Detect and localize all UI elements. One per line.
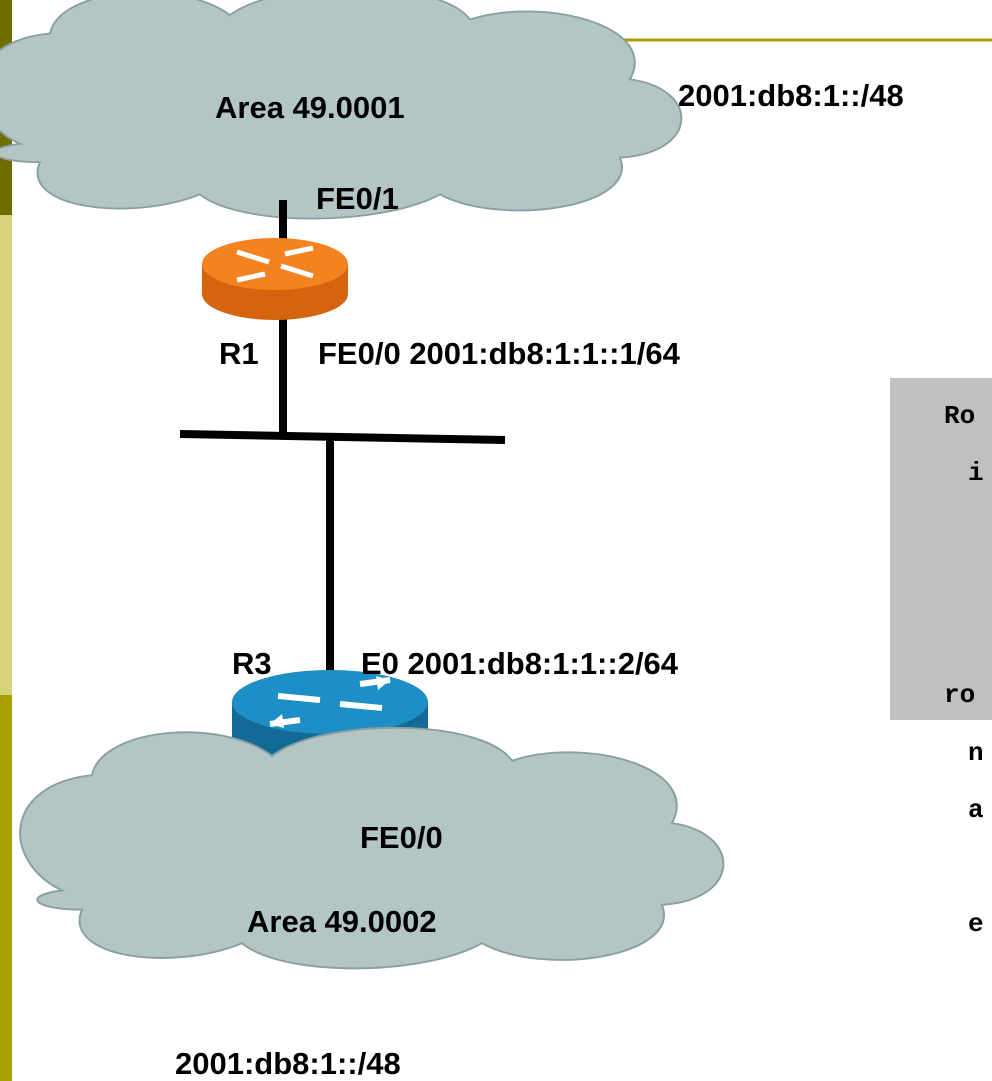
config-line: Ro	[944, 401, 976, 431]
config-line: ro	[944, 680, 976, 710]
top-cloud-label: Area 49.0001	[215, 90, 405, 125]
config-line: a	[968, 795, 984, 825]
config-box	[890, 378, 992, 720]
lan-segment	[179, 430, 506, 444]
r3-name: R3	[232, 646, 272, 681]
config-line: n	[968, 738, 984, 768]
bottom-prefix: 2001:db8:1::/48	[175, 1046, 401, 1081]
r1-name: R1	[219, 336, 259, 371]
r3-upper-iface: E0 2001:db8:1:1::2/64	[361, 646, 679, 681]
r1-lower-iface: FE0/0 2001:db8:1:1::1/64	[318, 336, 680, 371]
config-line: i	[968, 458, 984, 488]
sidebar-bar-light	[0, 215, 12, 695]
router-icon	[202, 238, 348, 320]
config-line: e	[968, 909, 984, 939]
bottom-cloud-label: Area 49.0002	[247, 904, 437, 939]
r3-lower-iface: FE0/0	[360, 820, 443, 855]
sidebar-bar-mid	[0, 695, 12, 1081]
top-prefix: 2001:db8:1::/48	[678, 78, 904, 113]
r1-upper-iface: FE0/1	[316, 181, 399, 216]
